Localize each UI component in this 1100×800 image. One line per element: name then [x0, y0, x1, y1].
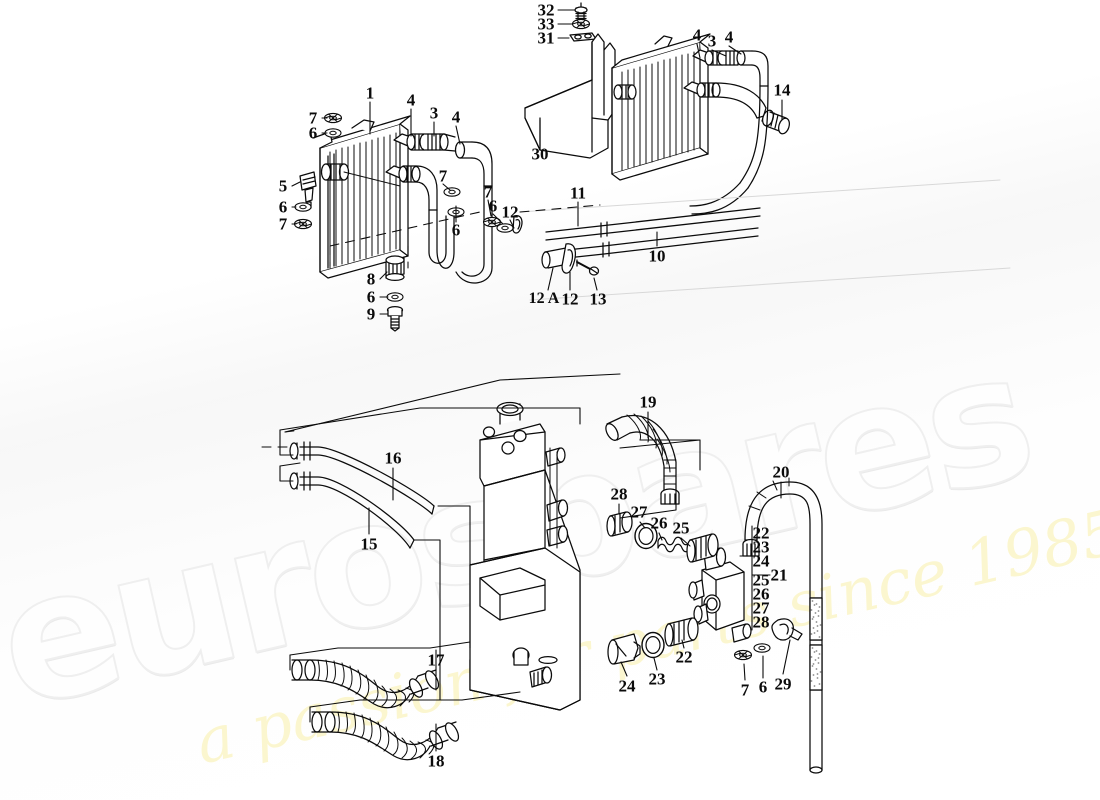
- callout-3: 3: [707, 31, 717, 51]
- callout-25: 25: [672, 518, 690, 538]
- oil-cooler-left: [293, 112, 523, 332]
- callout-31: 31: [537, 28, 555, 48]
- air-duct-30: [524, 33, 616, 159]
- cooler-left-inlet: [320, 163, 401, 187]
- callout-7: 7: [483, 182, 493, 202]
- flex-hose-19: [605, 413, 680, 505]
- oil-cooler-right: [611, 33, 790, 215]
- fitting-25: [686, 533, 719, 563]
- construction-lines: [261, 204, 601, 448]
- callout-28: 28: [610, 484, 628, 504]
- callout-10: 10: [648, 246, 666, 266]
- plug-28: [606, 511, 633, 537]
- callout-5: 5: [278, 176, 288, 196]
- callout-7: 7: [740, 680, 750, 700]
- callout-23: 23: [752, 537, 770, 557]
- callout-6: 6: [366, 287, 376, 307]
- callout-14: 14: [773, 80, 791, 100]
- callout-16: 16: [384, 448, 402, 468]
- callout-20: 20: [772, 462, 790, 482]
- callout-33: 33: [537, 14, 555, 34]
- bolt-13: [576, 259, 600, 276]
- cooler-fitting-top-right: [692, 49, 769, 87]
- callout-21: 21: [770, 565, 788, 585]
- callout-27: 27: [752, 598, 770, 618]
- callout-29: 29: [774, 674, 792, 694]
- callout-4: 4: [692, 25, 702, 45]
- cooler-left-top-fittings: [393, 133, 493, 284]
- callout-17: 17: [427, 650, 445, 670]
- bolt-9: [386, 305, 404, 332]
- callout-26: 26: [752, 584, 770, 604]
- drain-plug-8: [385, 255, 405, 282]
- callout-15: 15: [360, 534, 378, 554]
- tank-fittings: [545, 447, 569, 549]
- clamp-29: [771, 618, 803, 641]
- callout-30: 30: [531, 144, 549, 164]
- oil-lines-center: [519, 179, 1011, 301]
- callout-6: 6: [758, 677, 768, 697]
- callout-27: 27: [630, 502, 648, 522]
- flex-hose-17: [291, 659, 440, 709]
- callout-13: 13: [589, 289, 607, 309]
- clip-12-left: [512, 215, 523, 234]
- cooler-fitting-lower-right: [683, 81, 790, 135]
- callout-6: 6: [278, 197, 288, 217]
- callout-12: 12: [561, 289, 579, 309]
- callout-9: 9: [366, 304, 376, 324]
- cooler-left-mid-fitting: [385, 165, 455, 269]
- callout-1: 1: [365, 83, 375, 103]
- callout-22: 22: [675, 647, 693, 667]
- callout-3: 3: [429, 103, 439, 123]
- callout-8: 8: [366, 269, 376, 289]
- callout-28: 28: [752, 612, 770, 632]
- callout-7: 7: [278, 214, 288, 234]
- callout-23: 23: [648, 669, 666, 689]
- callout-6: 6: [451, 220, 461, 240]
- clip-12-center: [561, 243, 576, 274]
- protective-sleeve: [809, 597, 823, 691]
- callout-19: 19: [639, 392, 657, 412]
- callout-22: 22: [752, 523, 770, 543]
- callout-6: 6: [488, 196, 498, 216]
- callout-12-a: 12 A: [528, 290, 560, 307]
- fitting-22: [664, 617, 699, 647]
- leader-lines: [279, 9, 791, 752]
- callout-7: 7: [438, 166, 448, 186]
- cooler-fitting-left-right-unit: [613, 84, 637, 100]
- callout-32: 32: [537, 0, 555, 20]
- callout-26: 26: [650, 513, 668, 533]
- callout-4: 4: [406, 90, 416, 110]
- oil-pipes-15-16: [289, 441, 435, 549]
- callout-24: 24: [752, 551, 770, 571]
- callout-11: 11: [569, 183, 587, 203]
- cap-24: [607, 633, 641, 665]
- oil-reservoir-tank: [469, 401, 581, 711]
- callout-12: 12: [501, 202, 519, 222]
- spring-26: [657, 536, 691, 553]
- callout-6: 6: [308, 123, 318, 143]
- fastener-stack-top: [569, 2, 597, 42]
- callout-7: 7: [308, 108, 318, 128]
- hose-20: [742, 477, 823, 774]
- tank-bottom-outlets: [512, 647, 553, 688]
- valve-block: [606, 511, 803, 665]
- callout-4: 4: [451, 107, 461, 127]
- callout-18: 18: [427, 751, 445, 771]
- callout-4: 4: [724, 27, 734, 47]
- callout-24: 24: [618, 676, 636, 696]
- callout-25: 25: [752, 570, 770, 590]
